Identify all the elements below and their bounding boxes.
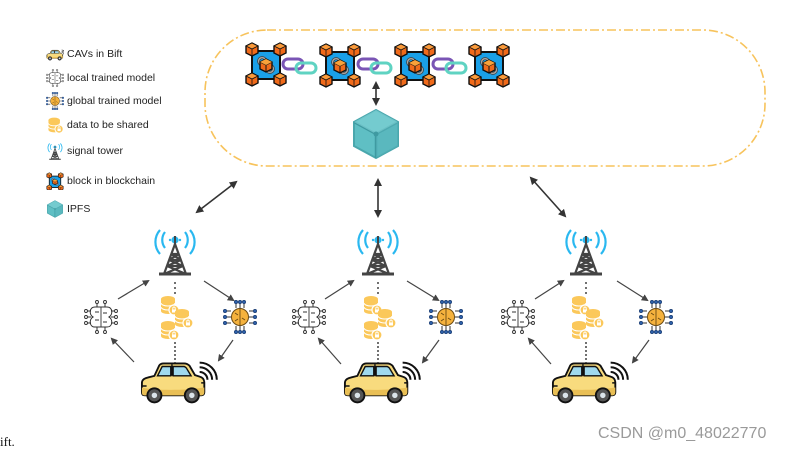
- chain-link: [356, 57, 393, 75]
- figure-caption-fragment: ift.: [0, 434, 15, 449]
- ipfs-cube-icon: [352, 108, 400, 160]
- model-to-tower-arrow: [534, 279, 565, 300]
- car-to-local-arrow: [317, 337, 342, 365]
- blockchain-block: [319, 43, 361, 88]
- region-tower-arrow-right: [529, 176, 567, 218]
- legend-label: block in blockchain: [67, 175, 156, 187]
- blockchain-block: [394, 43, 436, 88]
- dots-upper: [377, 282, 379, 294]
- dots-lower: [174, 342, 176, 364]
- dots-upper: [585, 282, 587, 294]
- cluster-left: [84, 228, 258, 404]
- local-model-icon: [46, 69, 64, 87]
- car-icon: [551, 361, 629, 404]
- signal-tower-icon: [153, 228, 197, 276]
- tower-to-global-arrow: [406, 280, 440, 302]
- local-model-icon: [292, 300, 326, 334]
- watermark: CSDN @m0_48022770: [598, 425, 767, 442]
- global-model-icon: [46, 92, 64, 110]
- legend-label: CAVs in Bift: [67, 48, 123, 60]
- block-icon: [46, 172, 64, 190]
- global-to-car-arrow: [631, 339, 650, 364]
- tower-to-global-arrow: [616, 280, 649, 302]
- chain-links: [281, 57, 468, 75]
- data-coins-icon: [377, 308, 397, 329]
- cluster-right: [501, 228, 674, 404]
- car-icon: [140, 361, 218, 404]
- chain-link: [431, 57, 468, 75]
- cluster-center: [292, 228, 464, 404]
- legend-item-block: block in blockchain: [46, 171, 155, 191]
- signal-tower-icon: [356, 228, 400, 276]
- global-to-car-arrow: [217, 339, 234, 362]
- region-tower-arrow-left: [195, 180, 238, 214]
- dots-lower: [377, 342, 379, 364]
- blockchain-block: [468, 43, 510, 88]
- signal-tower-icon: [564, 228, 608, 276]
- legend-item-cavs: CAVs in Bift: [46, 44, 122, 64]
- legend-label: IPFS: [67, 203, 91, 215]
- model-to-tower-arrow: [117, 279, 150, 300]
- legend-item-tower: signal tower: [46, 141, 123, 161]
- legend-item-local-model: local trained model: [46, 68, 155, 88]
- data-coins-icon: [585, 308, 605, 329]
- global-model-icon: [428, 299, 464, 335]
- legend-item-ipfs: IPFS: [46, 199, 90, 219]
- legend-label: data to be shared: [67, 119, 149, 131]
- ipfs-cube-icon: [46, 200, 64, 218]
- global-model-icon: [222, 299, 258, 335]
- data-coins-icon: [47, 117, 64, 134]
- local-model-icon: [84, 300, 118, 334]
- car-to-local-arrow: [527, 337, 552, 365]
- data-coins-icon: [174, 308, 194, 329]
- dots-upper: [174, 282, 176, 294]
- legend-label: signal tower: [67, 145, 124, 157]
- car-to-local-arrow: [110, 337, 135, 363]
- legend-item-global-model: global trained model: [46, 91, 162, 111]
- global-to-car-arrow: [421, 339, 440, 364]
- local-model-icon: [501, 300, 535, 334]
- blockchain-region-border: [204, 29, 766, 167]
- chain-link: [281, 57, 318, 75]
- blockchain-block: [245, 42, 287, 87]
- legend-item-data: data to be shared: [46, 115, 149, 135]
- global-model-icon: [638, 299, 674, 335]
- legend-label: local trained model: [67, 72, 156, 84]
- signal-tower-icon: [47, 142, 63, 160]
- car-icon: [46, 49, 64, 61]
- tower-to-global-arrow: [203, 280, 235, 302]
- car-icon: [343, 361, 421, 404]
- model-to-tower-arrow: [324, 279, 355, 300]
- legend-label: global trained model: [67, 95, 162, 107]
- dots-lower: [585, 342, 587, 364]
